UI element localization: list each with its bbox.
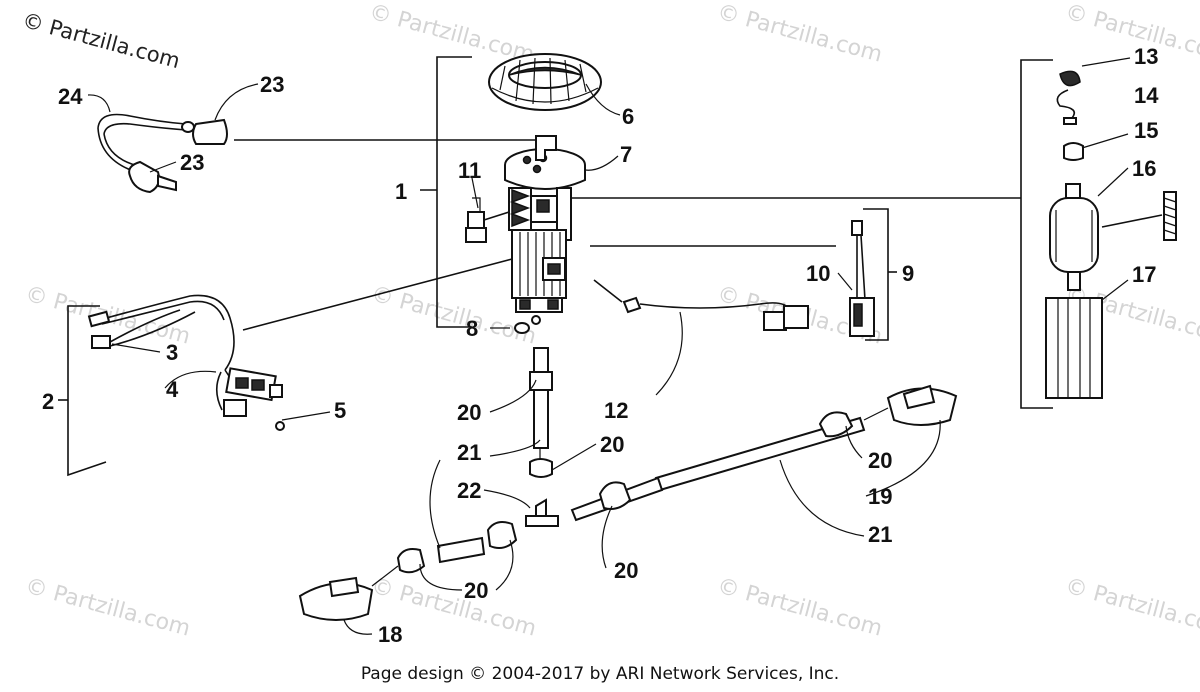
callout-20-lower: 20 (464, 578, 488, 603)
callout-17: 17 (1132, 262, 1156, 287)
watermark: © Partzilla.com (22, 574, 192, 642)
callout-2: 2 (42, 389, 54, 414)
callouts: 1 2 3 4 5 6 7 8 9 10 11 12 13 14 15 16 1… (42, 44, 1159, 647)
washer (514, 322, 530, 334)
connector-lines (234, 139, 1163, 331)
level-sensor (849, 220, 875, 337)
callout-9: 9 (902, 261, 914, 286)
callout-18: 18 (378, 622, 402, 647)
pump-module (504, 135, 586, 325)
callout-20-center: 20 (614, 558, 638, 583)
fuel-lines (298, 347, 958, 621)
callout-23-lower: 23 (180, 150, 204, 175)
callout-12: 12 (604, 398, 628, 423)
callout-16: 16 (1132, 156, 1156, 181)
callout-20-right: 20 (868, 448, 892, 473)
callout-23-upper: 23 (260, 72, 284, 97)
watermark: © Partzilla.com (714, 574, 884, 642)
callout-5: 5 (334, 398, 346, 423)
callout-8: 8 (466, 316, 478, 341)
callout-21-upper: 21 (457, 440, 481, 465)
callout-1: 1 (395, 179, 407, 204)
leader-lines (87, 57, 1131, 635)
pump-components (1045, 70, 1177, 399)
callout-19: 19 (868, 484, 892, 509)
callout-4: 4 (166, 377, 179, 402)
callout-20-mid: 20 (600, 432, 624, 457)
callout-15: 15 (1134, 118, 1158, 143)
callout-10: 10 (806, 261, 830, 286)
check-valve (465, 197, 510, 243)
callout-7: 7 (620, 142, 632, 167)
lock-ring (488, 53, 602, 111)
callout-13: 13 (1134, 44, 1158, 69)
callout-6: 6 (622, 104, 634, 129)
callout-22: 22 (457, 478, 481, 503)
watermark: © Partzilla.com (714, 0, 884, 68)
strainer-left (298, 576, 374, 621)
assembly-brackets (58, 56, 1053, 477)
strainer-right (886, 384, 958, 426)
callout-11: 11 (458, 158, 481, 183)
watermarks: © Partzilla.com © Partzilla.com © Partzi… (22, 0, 1200, 642)
vent-hose (97, 113, 228, 194)
callout-14: 14 (1134, 83, 1159, 108)
callout-21-right: 21 (868, 522, 892, 547)
watermark: © Partzilla.com (1062, 574, 1200, 642)
callout-20-upper: 20 (457, 400, 481, 425)
watermark: © Partzilla.com (1062, 0, 1200, 68)
pump-harness (593, 279, 809, 396)
page-footer: Page design © 2004-2017 by ARI Network S… (360, 664, 840, 684)
callout-24: 24 (58, 84, 83, 109)
wiring-harness (87, 294, 331, 431)
callout-3: 3 (166, 340, 178, 365)
